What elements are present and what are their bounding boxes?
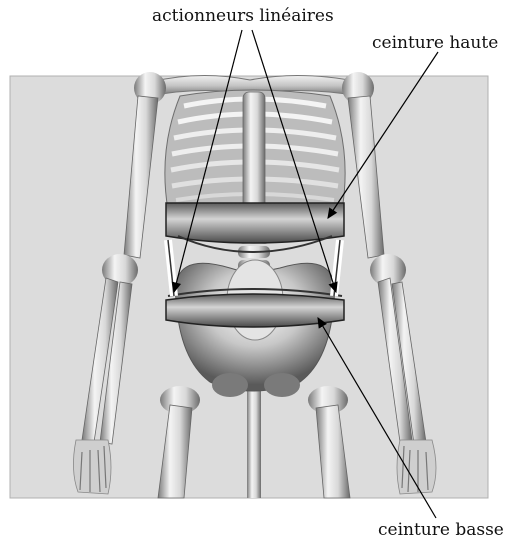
rib-cage <box>165 90 345 210</box>
label-linear-actuators: actionneurs linéaires <box>152 6 334 26</box>
label-upper-belt: ceinture haute <box>372 33 498 53</box>
support-pole <box>247 390 261 498</box>
label-lower-belt: ceinture basse <box>378 520 504 540</box>
